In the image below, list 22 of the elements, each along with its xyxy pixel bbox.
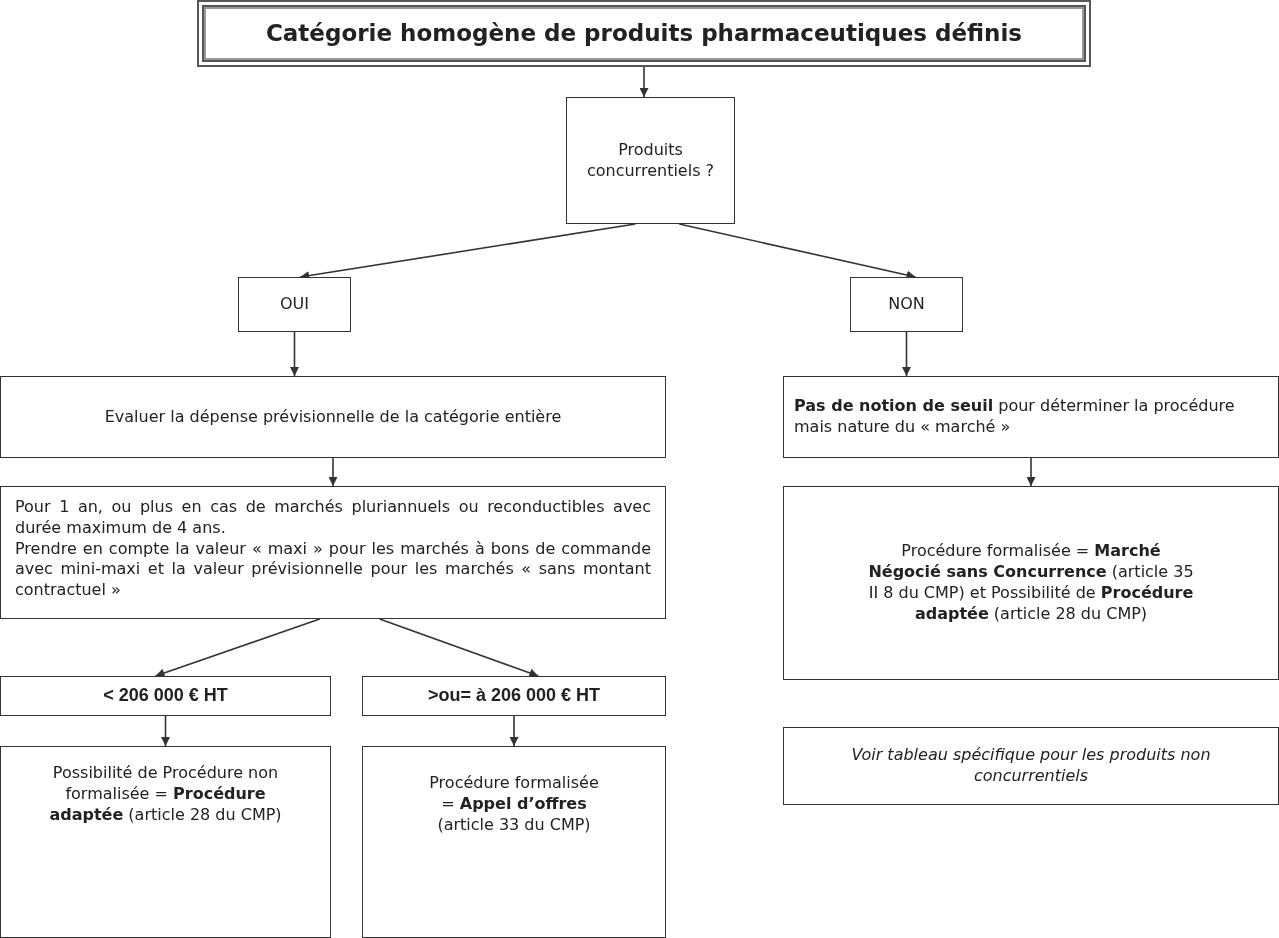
arrow xyxy=(639,66,649,98)
procedure-box: Possibilité de Procédure non formalisée = Procédure adaptée (article 28 du CMP) xyxy=(0,746,331,938)
process-box: Pas de notion de seuil pour déterminer la procédure mais nature du « marché » xyxy=(783,376,1279,458)
arrow xyxy=(902,331,911,377)
answer-box: NON xyxy=(850,277,963,332)
arrow xyxy=(378,618,540,678)
answer-box: OUI xyxy=(238,277,351,332)
arrow xyxy=(161,715,170,747)
decision-box: Produits concurrentiels ? xyxy=(566,97,735,224)
arrow xyxy=(290,331,299,377)
title: Catégorie homogène de produits pharmaceutiques définis xyxy=(197,0,1091,67)
process-box: Evaluer la dépense prévisionnelle de la catégorie entière xyxy=(0,376,666,458)
arrow xyxy=(328,457,338,487)
arrow xyxy=(509,715,519,747)
procedure-box: Procédure formalisée = Appel d’offres (article 33 du CMP) xyxy=(362,746,666,938)
arrow xyxy=(154,618,321,678)
threshold-box: >ou= à 206 000 € HT xyxy=(362,676,666,716)
threshold-box: < 206 000 € HT xyxy=(0,676,331,716)
process-box: Pour 1 an, ou plus en cas de marchés pluriannuels ou reconductibles avec durée maximum de 4 ans. Prendre en compte la valeur « maxi » pour les marchés à bons de commande avec mini-maxi et la valeur prévisionnelle pour les marchés « sans montant contractuel » xyxy=(0,486,666,619)
note-box: Voir tableau spécifique pour les produits non concurrentiels xyxy=(783,727,1279,805)
arrow xyxy=(1026,457,1036,487)
procedure-box: Procédure formalisée = Marché Négocié sans Concurrence (article 35 II 8 du CMP) et Possibilité de Procédure adaptée (article 28 du CMP) xyxy=(783,486,1279,680)
